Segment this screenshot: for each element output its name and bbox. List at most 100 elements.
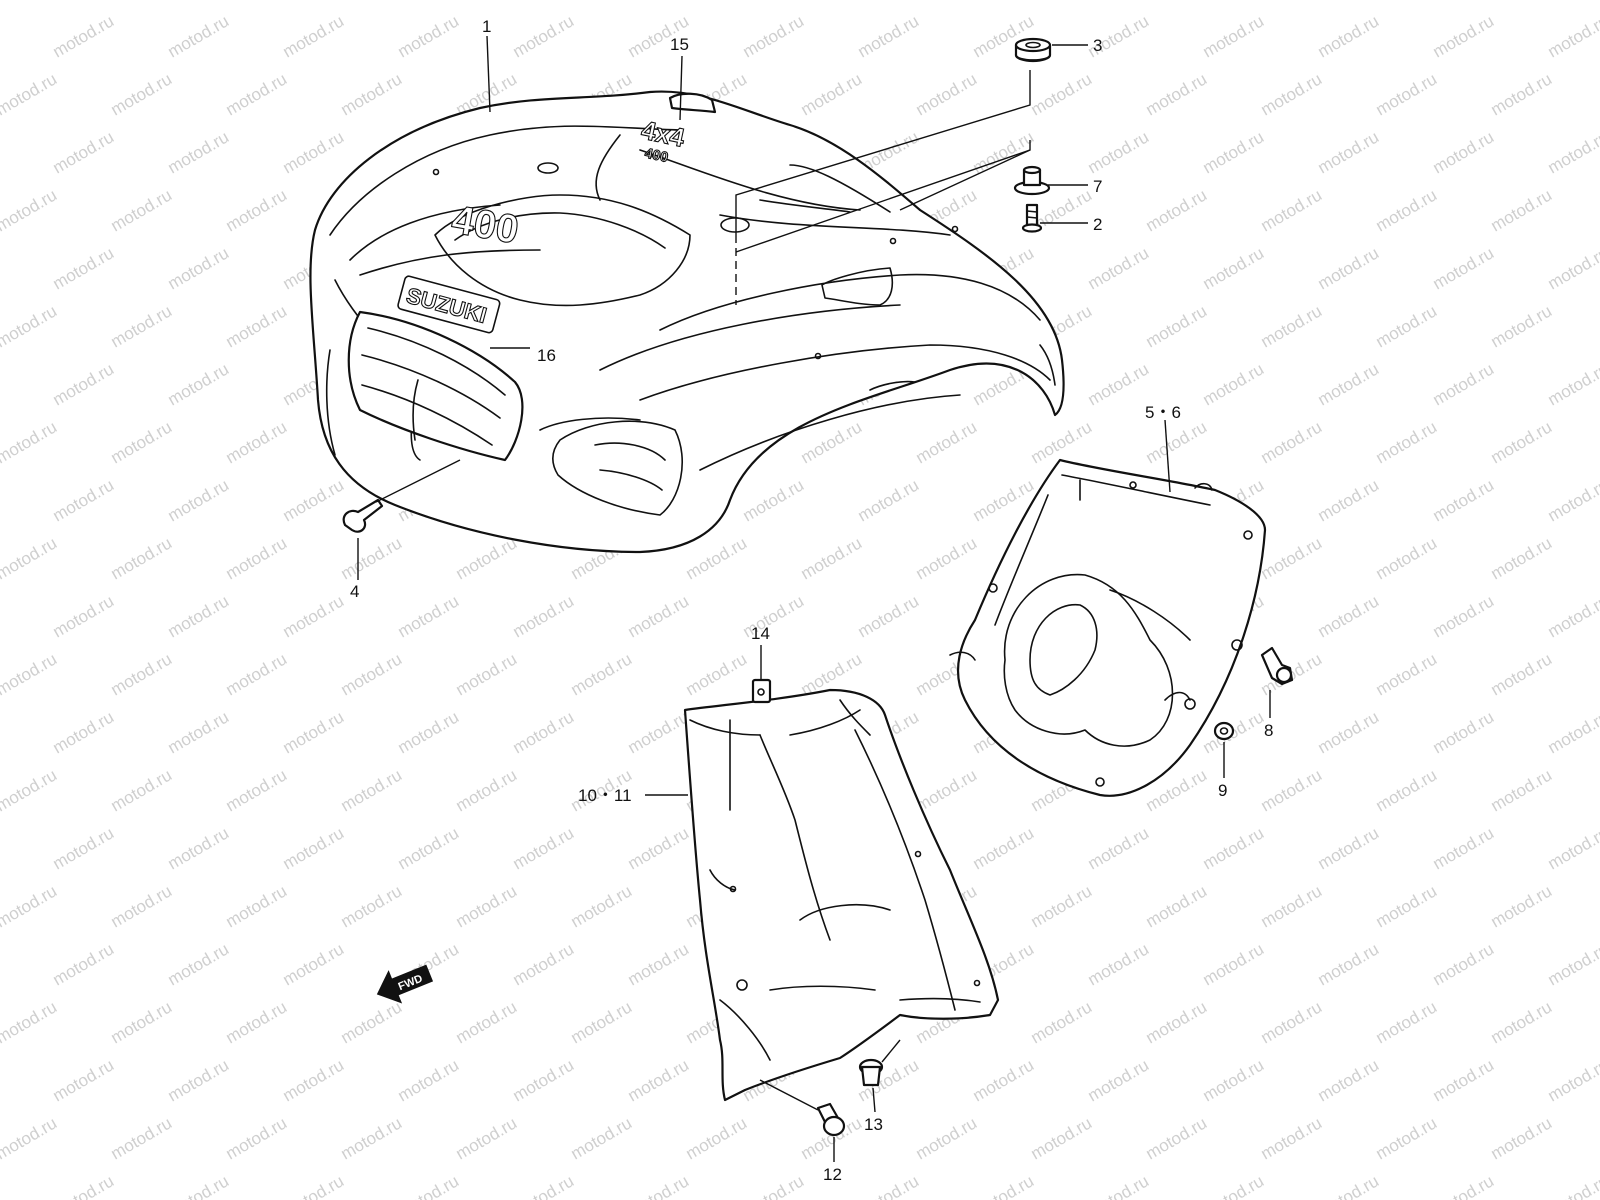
- callout-14: 14: [751, 624, 770, 643]
- watermark-text: motod.ru: [1143, 881, 1211, 931]
- watermark-text: motod.ru: [1545, 591, 1600, 641]
- watermark-text: motod.ru: [453, 881, 521, 931]
- watermark-text: motod.ru: [280, 11, 348, 61]
- callout-4: 4: [350, 582, 359, 601]
- watermark-text: motod.ru: [1373, 301, 1441, 351]
- screw-part: [342, 498, 384, 533]
- watermark-text: motod.ru: [0, 591, 2, 641]
- callout-7: 7: [1093, 177, 1102, 196]
- watermark-text: motod.ru: [50, 475, 118, 525]
- watermark-text: motod.ru: [1143, 301, 1211, 351]
- watermark-text: motod.ru: [108, 301, 176, 351]
- watermark-text: motod.ru: [1373, 997, 1441, 1047]
- model-emblem-bottom: 400: [643, 145, 669, 166]
- watermark-text: motod.ru: [1373, 417, 1441, 467]
- watermark-text: motod.ru: [1373, 533, 1441, 583]
- watermark-text: motod.ru: [1488, 1113, 1556, 1163]
- watermark-text: motod.ru: [970, 1171, 1038, 1200]
- watermark-text: motod.ru: [108, 649, 176, 699]
- watermark-text: motod.ru: [453, 1113, 521, 1163]
- watermark-text: motod.ru: [0, 533, 60, 583]
- watermark-text: motod.ru: [1200, 11, 1268, 61]
- watermark-text: motod.ru: [625, 823, 693, 873]
- watermark-text: motod.ru: [280, 707, 348, 757]
- watermark-text: motod.ru: [50, 707, 118, 757]
- watermark-text: motod.ru: [1373, 881, 1441, 931]
- watermark-text: motod.ru: [0, 765, 60, 815]
- watermark-text: motod.ru: [1315, 127, 1383, 177]
- watermark-text: motod.ru: [453, 765, 521, 815]
- callout-9: 9: [1218, 781, 1227, 800]
- watermark-text: motod.ru: [568, 0, 636, 3]
- watermark-text: motod.ru: [1258, 881, 1326, 931]
- watermark-text: motod.ru: [1258, 301, 1326, 351]
- watermark-text: motod.ru: [1315, 823, 1383, 873]
- clip-14-part: [751, 678, 772, 704]
- watermark-text: motod.ru: [338, 69, 406, 119]
- watermark-text: motod.ru: [223, 417, 291, 467]
- watermark-text: motod.ru: [1200, 1171, 1268, 1200]
- watermark-text: motod.ru: [1488, 417, 1556, 467]
- watermark-text: motod.ru: [50, 243, 118, 293]
- watermark-text: motod.ru: [913, 417, 981, 467]
- watermark-text: motod.ru: [280, 939, 348, 989]
- watermark-text: motod.ru: [568, 997, 636, 1047]
- watermark-text: motod.ru: [625, 591, 693, 641]
- inner-panel-part: [683, 688, 1000, 1102]
- watermark-text: motod.ru: [453, 0, 521, 3]
- clip-8-part: [1260, 646, 1294, 686]
- leader-1: [486, 35, 491, 113]
- watermark-text: motod.ru: [223, 1113, 291, 1163]
- watermark-text: motod.ru: [1430, 939, 1498, 989]
- watermark-text: motod.ru: [1545, 823, 1600, 873]
- watermark-text: motod.ru: [1085, 243, 1153, 293]
- watermark-text: motod.ru: [165, 11, 233, 61]
- watermark-text: motod.ru: [1143, 185, 1211, 235]
- front-fender-part: 400 SUZUKI 4x4 400: [309, 90, 1065, 554]
- watermark-text: motod.ru: [1545, 359, 1600, 409]
- watermark-text: motod.ru: [50, 1055, 118, 1105]
- watermark-text: motod.ru: [740, 591, 808, 641]
- watermark-text: motod.ru: [1258, 765, 1326, 815]
- watermark-text: motod.ru: [1315, 475, 1383, 525]
- watermark-text: motod.ru: [280, 591, 348, 641]
- watermark-text: motod.ru: [1488, 301, 1556, 351]
- collar-part: [1013, 165, 1051, 196]
- callout-12: 12: [823, 1165, 842, 1184]
- leader-15: [679, 55, 683, 121]
- watermark-text: motod.ru: [223, 881, 291, 931]
- watermark-text: motod.ru: [1488, 881, 1556, 931]
- watermark-text: motod.ru: [1373, 649, 1441, 699]
- watermark-text: motod.ru: [108, 69, 176, 119]
- watermark-text: motod.ru: [1315, 1171, 1383, 1200]
- watermark-text: motod.ru: [1143, 1113, 1211, 1163]
- watermark-text: motod.ru: [568, 881, 636, 931]
- watermark-text: motod.ru: [338, 881, 406, 931]
- watermark-text: motod.ru: [1143, 0, 1211, 3]
- watermark-text: motod.ru: [1258, 417, 1326, 467]
- watermark-text: motod.ru: [223, 185, 291, 235]
- watermark-text: motod.ru: [1430, 707, 1498, 757]
- watermark-text: motod.ru: [0, 1171, 2, 1200]
- watermark-text: motod.ru: [1373, 1113, 1441, 1163]
- bolt-part: [1021, 203, 1043, 233]
- watermark-text: motod.ru: [0, 127, 2, 177]
- watermark-text: motod.ru: [1028, 69, 1096, 119]
- rivet-12-part: [816, 1102, 846, 1137]
- watermark-text: motod.ru: [568, 649, 636, 699]
- watermark-text: motod.ru: [395, 591, 463, 641]
- watermark-text: motod.ru: [338, 997, 406, 1047]
- watermark-text: motod.ru: [0, 301, 60, 351]
- leader-13-b: [881, 1039, 901, 1063]
- watermark-text: motod.ru: [855, 591, 923, 641]
- watermark-text: motod.ru: [1258, 69, 1326, 119]
- watermark-text: motod.ru: [395, 1171, 463, 1200]
- watermark-text: motod.ru: [395, 823, 463, 873]
- watermark-text: motod.ru: [0, 997, 60, 1047]
- watermark-text: motod.ru: [510, 11, 578, 61]
- watermark-text: motod.ru: [970, 823, 1038, 873]
- watermark-text: motod.ru: [338, 1113, 406, 1163]
- watermark-text: motod.ru: [1315, 243, 1383, 293]
- watermark-text: motod.ru: [970, 1055, 1038, 1105]
- watermark-text: motod.ru: [1488, 997, 1556, 1047]
